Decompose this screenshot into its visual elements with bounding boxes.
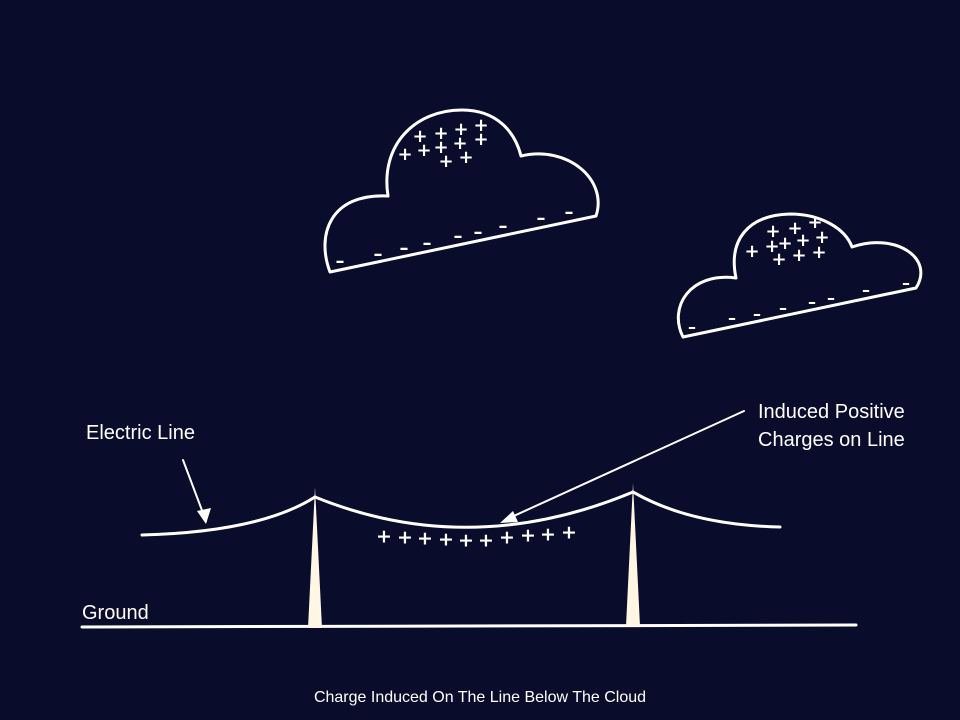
positive-charge: + — [473, 129, 488, 150]
electric-line-label: Electric Line — [86, 422, 195, 444]
positive-charge: + — [765, 221, 780, 242]
pole-left — [308, 487, 322, 628]
negative-charge: – — [499, 216, 508, 237]
negative-charge: – — [808, 293, 816, 312]
negative-charge: – — [537, 208, 546, 229]
induced-charges-arrow — [500, 410, 745, 523]
positive-charge: + — [478, 530, 494, 552]
caption: Charge Induced On The Line Below The Clo… — [313, 689, 647, 706]
positive-charge: + — [473, 115, 488, 136]
positive-charge: + — [814, 227, 829, 248]
electric-line-arrow — [182, 459, 211, 524]
positive-charge: + — [397, 527, 413, 549]
negative-charge: – — [688, 318, 696, 337]
negative-charge: – — [753, 305, 761, 324]
positive-charge: + — [499, 527, 515, 549]
negative-charge: – — [454, 226, 463, 247]
positive-charge: + — [791, 245, 806, 266]
positive-charge: + — [397, 144, 412, 165]
positive-charge: + — [787, 218, 802, 239]
line-positive-charges: ++++++++++ — [376, 522, 577, 552]
positive-charge: + — [458, 147, 473, 168]
negative-charge: – — [827, 289, 835, 308]
positive-charge: + — [807, 212, 822, 233]
negative-charge: – — [400, 238, 409, 259]
negative-charge: – — [902, 274, 910, 293]
negative-charge: – — [423, 233, 432, 254]
positive-charge: + — [458, 530, 474, 552]
ground-label: Ground — [82, 602, 149, 624]
positive-charge: + — [777, 233, 792, 254]
positive-charge: + — [438, 529, 454, 551]
large-cloud — [323, 108, 600, 274]
positive-charge: + — [453, 119, 468, 140]
positive-charge: + — [417, 528, 433, 550]
positive-charge: + — [771, 249, 786, 270]
large-cloud-positive-charges: +++++++++++ — [397, 115, 488, 172]
negative-charge: – — [474, 222, 483, 243]
positive-charge: + — [764, 236, 779, 257]
positive-charge: + — [433, 137, 448, 158]
positive-charge: + — [412, 126, 427, 147]
positive-charge: + — [520, 525, 536, 547]
negative-charge: – — [336, 251, 345, 272]
negative-charge: – — [374, 244, 383, 265]
large-cloud-negative-charges: ––––––––– — [336, 202, 574, 272]
electric-line-middle-span — [313, 490, 635, 529]
small-cloud-negative-charges: –––––––– — [688, 274, 910, 337]
positive-charge: + — [540, 524, 556, 546]
positive-charge: + — [795, 230, 810, 251]
ground-line — [80, 623, 858, 629]
pole-right — [626, 483, 640, 626]
positive-charge: + — [452, 133, 467, 154]
induced-charges-label-line2: Charges on Line — [758, 429, 905, 451]
induced-charges-label-line1: Induced Positive — [758, 401, 905, 423]
negative-charge: – — [779, 299, 787, 318]
positive-charge: + — [416, 140, 431, 161]
positive-charge: + — [744, 241, 759, 262]
positive-charge: + — [433, 123, 448, 144]
negative-charge: – — [728, 309, 736, 328]
negative-charge: – — [565, 202, 574, 223]
small-cloud — [676, 212, 923, 339]
positive-charge: + — [376, 526, 392, 548]
positive-charge: + — [811, 242, 826, 263]
positive-charge: + — [438, 151, 453, 172]
electric-line-right-span — [631, 490, 782, 529]
electric-line-left-span — [140, 495, 317, 537]
small-cloud-positive-charges: +++++++++++ — [744, 212, 829, 270]
positive-charge: + — [561, 522, 577, 544]
negative-charge: – — [862, 281, 870, 300]
